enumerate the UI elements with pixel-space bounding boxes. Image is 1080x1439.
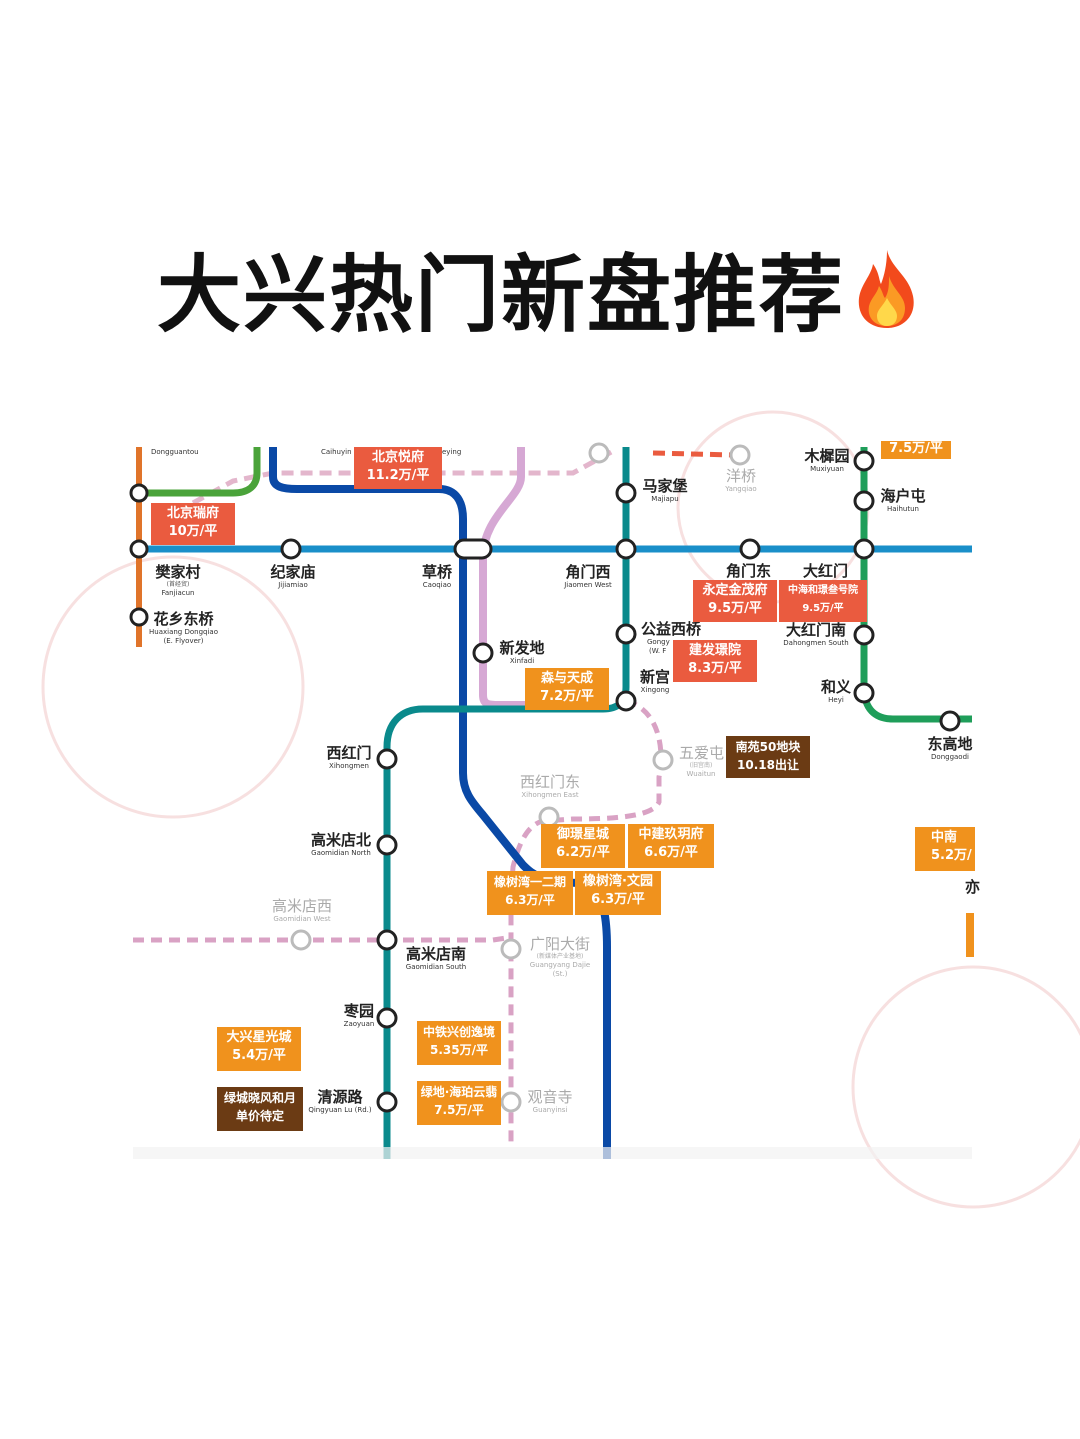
- line-green-west: [141, 447, 261, 497]
- station-markers-grey: [290, 442, 751, 1113]
- project-tag-lvchengxiaofeng[interactable]: 绿城晓风和月单价待定: [217, 1087, 303, 1131]
- station-guangyangdajie: 广阳大街(新媒体产业基地)Guangyang Dajie(St.): [529, 935, 591, 979]
- line-dashed-xingong: [508, 698, 664, 1147]
- page-title: 大兴热门新盘推荐: [0, 240, 1080, 356]
- station-dahongmen: 大红门: [803, 562, 849, 580]
- station-edge-yi: 亦: [965, 878, 981, 896]
- line-dashed-gaomidian: [133, 934, 514, 943]
- station-dongguantou: Dongguantou: [151, 448, 199, 456]
- station-jiaomendong: 角门东: [726, 562, 772, 580]
- station-wuaitun: 五爱屯(旧宫南)Wuaitun: [679, 744, 725, 779]
- metro-map: Dongguantou Caihuyin eying 樊家村(首经贸)Fanji…: [41, 410, 1080, 1209]
- station-caihuying: Caihuyin: [321, 448, 352, 456]
- station-fanjiacun: 樊家村(首经贸)Fanjiacun: [155, 563, 201, 598]
- fire-icon: [851, 246, 923, 356]
- project-tag-partial-top[interactable]: 7.5万/平: [881, 441, 951, 459]
- line-dashed-yangqiao: [652, 450, 734, 458]
- project-tag-edge: [966, 913, 974, 957]
- station-caihuying-tail: eying: [442, 448, 462, 456]
- station-markers: [129, 450, 961, 1113]
- metro-lines: [41, 410, 1080, 1209]
- line-pink: [479, 447, 543, 709]
